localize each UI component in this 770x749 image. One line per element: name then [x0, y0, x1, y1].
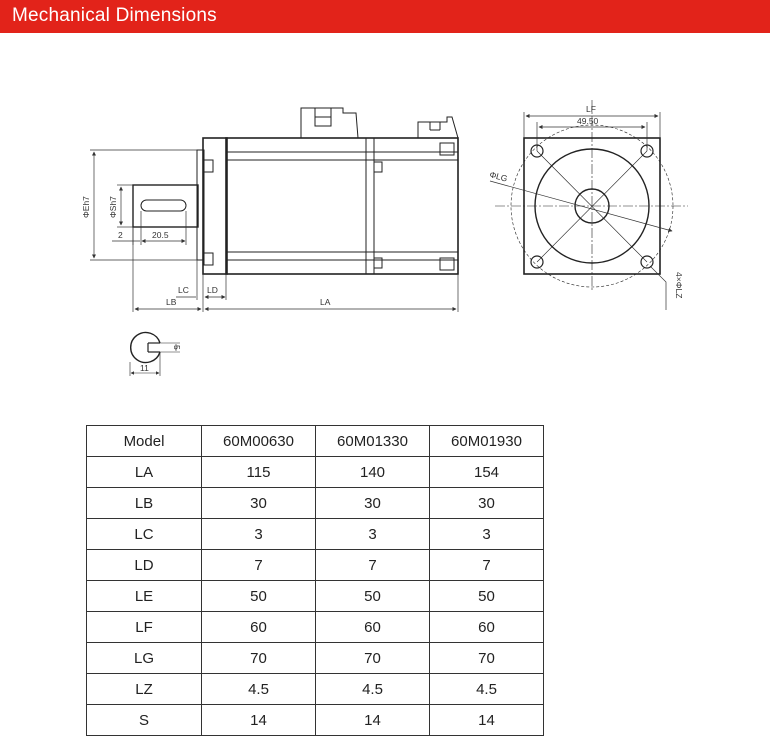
table-row: LF 60 60 60: [86, 611, 544, 643]
table-cell: 50: [429, 580, 544, 612]
table-row: LZ 4.5 4.5 4.5: [86, 673, 544, 705]
key-length-label: 20.5: [152, 230, 169, 240]
table-cell: 154: [429, 456, 544, 488]
front-view-labels: LF 49.50 ΦLG 4×ΦLZ: [488, 104, 684, 298]
table-row: LD 7 7 7: [86, 549, 544, 581]
table-cell: 70: [429, 642, 544, 674]
row-label: LD: [86, 549, 202, 581]
holes-label: 4×ΦLZ: [674, 272, 684, 298]
side-view: [132, 107, 459, 275]
lb-label: LB: [166, 297, 177, 307]
table-cell: 60: [315, 611, 430, 643]
key-width-label: 5: [172, 345, 182, 350]
row-label: LF: [86, 611, 202, 643]
shaft-diameter-label: ΦSh7: [108, 196, 118, 218]
header-cell-model-1: 60M00630: [201, 425, 316, 457]
table-row: LG 70 70 70: [86, 642, 544, 674]
table-cell: 140: [315, 456, 430, 488]
table-header-row: Model 60M00630 60M01330 60M01930: [86, 425, 544, 457]
row-label: LG: [86, 642, 202, 674]
table-cell: 30: [315, 487, 430, 519]
table-cell: 3: [201, 518, 316, 550]
flange-diameter-label: ΦEh7: [81, 196, 91, 218]
table-cell: 70: [201, 642, 316, 674]
row-label: LZ: [86, 673, 202, 705]
shaft-section: [129, 331, 180, 376]
table-row: LA 115 140 154: [86, 456, 544, 488]
table-cell: 60: [429, 611, 544, 643]
header-cell-model: Model: [86, 425, 202, 457]
mechanical-drawing: ΦEh7 ΦSh7 2 20.5 LC LD LB LA: [81, 100, 688, 376]
header-cell-model-2: 60M01330: [315, 425, 430, 457]
lc-label: LC: [178, 285, 189, 295]
table-cell: 7: [429, 549, 544, 581]
lf-label: LF: [586, 104, 596, 114]
table-cell: 14: [315, 704, 430, 736]
pcd-label: ΦLG: [488, 169, 508, 183]
row-label: S: [86, 704, 202, 736]
table-row: LB 30 30 30: [86, 487, 544, 519]
side-view-dimensions: [90, 149, 459, 312]
row-label: LC: [86, 518, 202, 550]
shaft-offset-label: 2: [118, 230, 123, 240]
table-cell: 70: [315, 642, 430, 674]
row-label: LB: [86, 487, 202, 519]
section-height-label: 11: [140, 363, 149, 373]
front-view-dimensions: [489, 112, 673, 310]
table-cell: 50: [201, 580, 316, 612]
shaft-section-labels: 5 11: [140, 345, 182, 373]
hole-spacing-label: 49.50: [577, 116, 599, 126]
table-cell: 60: [201, 611, 316, 643]
table-cell: 30: [201, 487, 316, 519]
table-cell: 30: [429, 487, 544, 519]
table-cell: 115: [201, 456, 316, 488]
table-cell: 3: [315, 518, 430, 550]
ld-label: LD: [207, 285, 218, 295]
row-label: LE: [86, 580, 202, 612]
header-cell-model-3: 60M01930: [429, 425, 544, 457]
row-label: LA: [86, 456, 202, 488]
la-label: LA: [320, 297, 331, 307]
table-row: S 14 14 14: [86, 704, 544, 736]
table-cell: 7: [201, 549, 316, 581]
table-row: LC 3 3 3: [86, 518, 544, 550]
table-cell: 14: [429, 704, 544, 736]
table-cell: 7: [315, 549, 430, 581]
table-cell: 4.5: [315, 673, 430, 705]
side-view-labels: ΦEh7 ΦSh7 2 20.5 LC LD LB LA: [81, 196, 331, 307]
page-title: Mechanical Dimensions: [12, 5, 217, 26]
table-cell: 4.5: [429, 673, 544, 705]
table-cell: 3: [429, 518, 544, 550]
table-cell: 50: [315, 580, 430, 612]
table-row: LE 50 50 50: [86, 580, 544, 612]
dimensions-table: Model 60M00630 60M01330 60M01930 LA 115 …: [86, 425, 544, 736]
header-banner: Mechanical Dimensions: [0, 0, 770, 33]
table-cell: 4.5: [201, 673, 316, 705]
table-cell: 14: [201, 704, 316, 736]
